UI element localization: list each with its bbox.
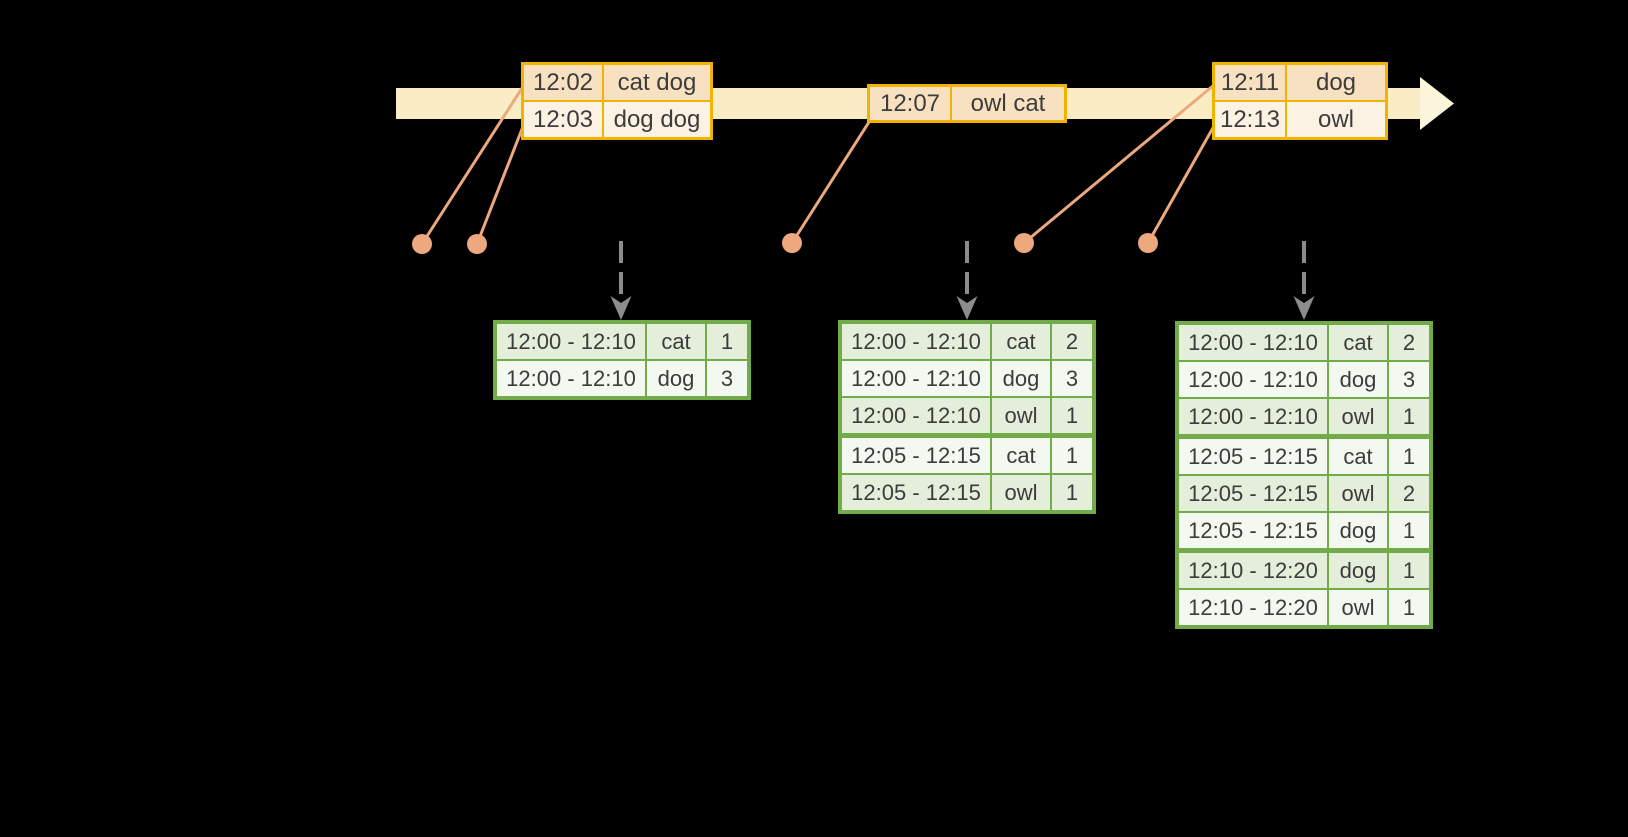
trigger-arrowheads bbox=[610, 296, 1315, 320]
window-cell: 12:05 - 12:15 bbox=[1179, 513, 1327, 548]
count-cell: 3 bbox=[1052, 361, 1092, 396]
window-cell: 12:00 - 12:10 bbox=[1179, 325, 1327, 360]
window-cell: 12:00 - 12:10 bbox=[842, 398, 990, 433]
trigger-arrowhead-icon bbox=[956, 296, 978, 320]
count-cell: 2 bbox=[1052, 324, 1092, 359]
word-cell: owl bbox=[992, 398, 1050, 433]
window-cell: 12:05 - 12:15 bbox=[1179, 439, 1327, 474]
event-dots bbox=[412, 233, 1158, 254]
count-cell: 1 bbox=[1052, 398, 1092, 433]
event-words-cell: owl cat bbox=[952, 87, 1064, 120]
window-cell: 12:10 - 12:20 bbox=[1179, 590, 1327, 625]
event-time-cell: 12:03 bbox=[524, 102, 602, 137]
event-connector-lines bbox=[420, 83, 1216, 245]
event-connector-line bbox=[1146, 125, 1216, 244]
window-cell: 12:00 - 12:10 bbox=[842, 361, 990, 396]
count-cell: 1 bbox=[1389, 553, 1429, 588]
word-cell: dog bbox=[647, 361, 705, 396]
count-cell: 1 bbox=[1389, 590, 1429, 625]
word-cell: owl bbox=[992, 475, 1050, 510]
event-dot bbox=[782, 233, 802, 253]
event-words-cell: owl bbox=[1287, 102, 1385, 137]
count-cell: 1 bbox=[707, 324, 747, 359]
word-cell: cat bbox=[647, 324, 705, 359]
window-cell: 12:00 - 12:10 bbox=[1179, 362, 1327, 397]
count-cell: 1 bbox=[1052, 475, 1092, 510]
count-cell: 2 bbox=[1389, 476, 1429, 511]
window-cell: 12:05 - 12:15 bbox=[842, 475, 990, 510]
word-cell: cat bbox=[1329, 325, 1387, 360]
event-connector-line bbox=[790, 121, 871, 244]
event-dot bbox=[467, 234, 487, 254]
event-words-cell: dog bbox=[1287, 65, 1385, 100]
count-cell: 1 bbox=[1389, 513, 1429, 548]
count-cell: 1 bbox=[1389, 439, 1429, 474]
event-connector-line bbox=[475, 123, 526, 245]
count-cell: 3 bbox=[1389, 362, 1429, 397]
event-dot bbox=[412, 234, 432, 254]
event-time-cell: 12:07 bbox=[870, 87, 950, 120]
count-cell: 2 bbox=[1389, 325, 1429, 360]
word-cell: owl bbox=[1329, 476, 1387, 511]
window-cell: 12:00 - 12:10 bbox=[842, 324, 990, 359]
word-cell: owl bbox=[1329, 399, 1387, 434]
window-cell: 12:00 - 12:10 bbox=[497, 324, 645, 359]
event-connector-line bbox=[420, 84, 526, 245]
word-cell: owl bbox=[1329, 590, 1387, 625]
word-cell: cat bbox=[1329, 439, 1387, 474]
event-dot bbox=[1138, 233, 1158, 253]
event-words-cell: dog dog bbox=[604, 102, 710, 137]
word-cell: cat bbox=[992, 324, 1050, 359]
window-cell: 12:05 - 12:15 bbox=[842, 438, 990, 473]
event-time-cell: 12:13 bbox=[1215, 102, 1285, 137]
window-cell: 12:00 - 12:10 bbox=[497, 361, 645, 396]
event-dot bbox=[1014, 233, 1034, 253]
word-cell: dog bbox=[992, 361, 1050, 396]
count-cell: 1 bbox=[1052, 438, 1092, 473]
trigger-arrowhead-icon bbox=[1293, 296, 1315, 320]
word-cell: dog bbox=[1329, 553, 1387, 588]
event-words-cell: cat dog bbox=[604, 65, 710, 100]
word-cell: cat bbox=[992, 438, 1050, 473]
trigger-arrow-lines bbox=[619, 241, 1306, 299]
word-cell: dog bbox=[1329, 362, 1387, 397]
window-cell: 12:00 - 12:10 bbox=[1179, 399, 1327, 434]
event-connector-line bbox=[1023, 83, 1215, 245]
count-cell: 1 bbox=[1389, 399, 1429, 434]
window-cell: 12:10 - 12:20 bbox=[1179, 553, 1327, 588]
event-time-cell: 12:11 bbox=[1215, 65, 1285, 100]
timeline-arrowhead-icon bbox=[1420, 77, 1454, 130]
event-time-cell: 12:02 bbox=[524, 65, 602, 100]
trigger-arrowhead-icon bbox=[610, 296, 632, 320]
count-cell: 3 bbox=[707, 361, 747, 396]
window-cell: 12:05 - 12:15 bbox=[1179, 476, 1327, 511]
word-cell: dog bbox=[1329, 513, 1387, 548]
